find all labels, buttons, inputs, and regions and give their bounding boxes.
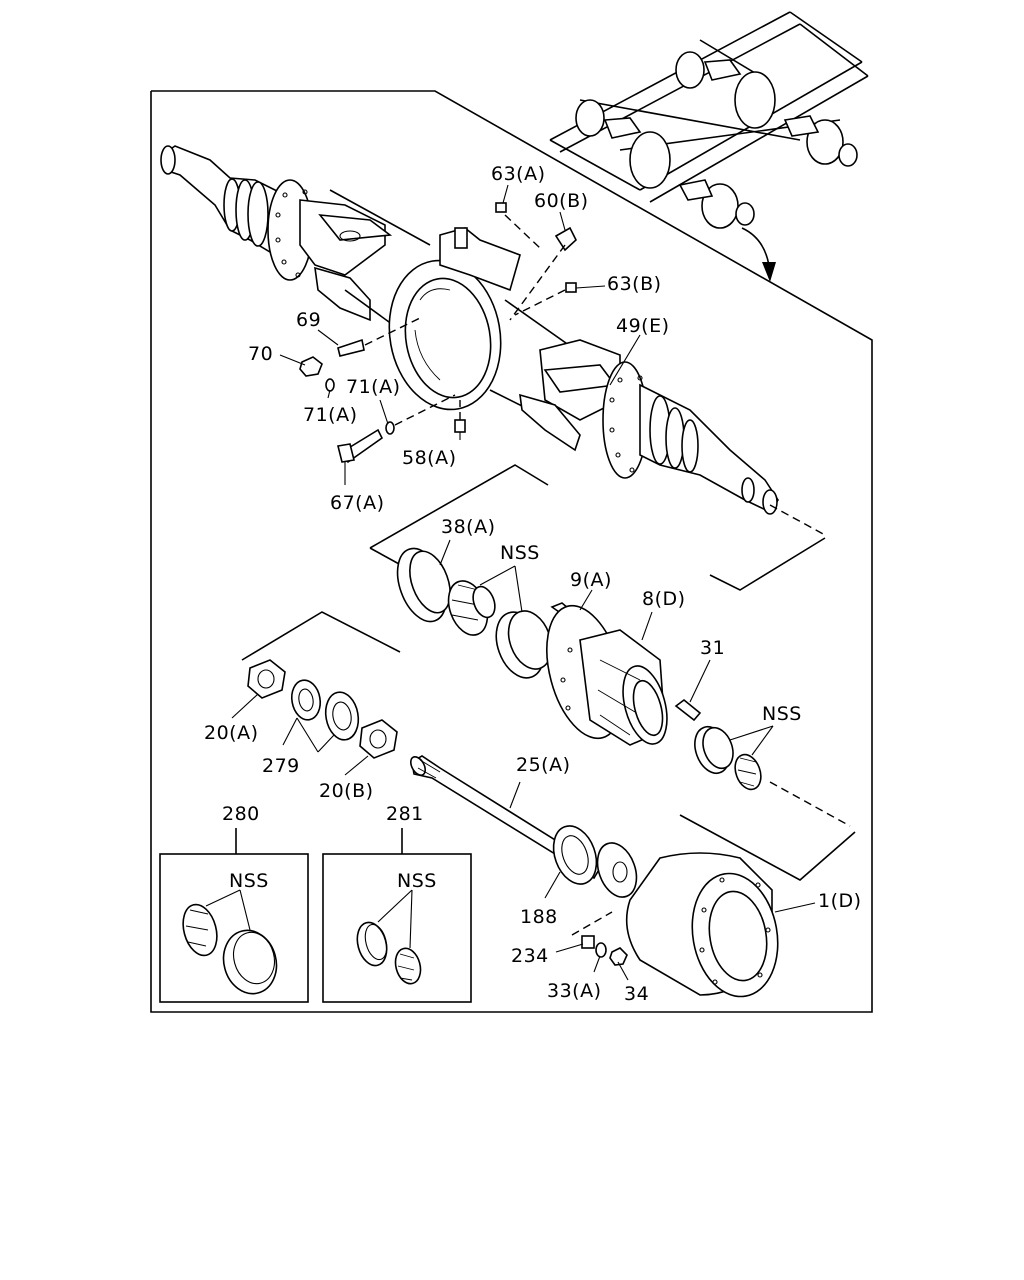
main-frame bbox=[150, 90, 873, 1013]
axle-housing-icon bbox=[160, 145, 779, 515]
washer-icon bbox=[290, 679, 322, 721]
lock-washer-icon bbox=[324, 691, 360, 741]
callout-71a-lower: 71(A) bbox=[303, 404, 358, 426]
callout-279: 279 bbox=[262, 755, 300, 777]
leader-lines bbox=[205, 184, 816, 981]
callout-71a-upper: 71(A) bbox=[346, 376, 401, 398]
dash-60b bbox=[509, 244, 566, 321]
bearing-cup-icon bbox=[495, 610, 553, 679]
callout-49e: 49(E) bbox=[616, 315, 670, 337]
box-280 bbox=[159, 853, 309, 1003]
callout-nss-box280: NSS bbox=[229, 870, 269, 892]
bearing-cup-280-icon bbox=[222, 929, 278, 995]
brake-drum-icon bbox=[625, 852, 779, 998]
outer-bearing-icon bbox=[694, 725, 762, 791]
callout-281: 281 bbox=[386, 803, 424, 825]
seal-icon bbox=[396, 547, 451, 623]
callout-234: 234 bbox=[511, 945, 549, 967]
part-33a bbox=[595, 942, 607, 958]
callout-20a: 20(A) bbox=[204, 722, 259, 744]
truck-frame-icon bbox=[549, 11, 869, 229]
nut-icon bbox=[247, 659, 286, 699]
callout-nss-right: NSS bbox=[762, 703, 802, 725]
callout-1d: 1(D) bbox=[818, 890, 862, 912]
callout-38a: 38(A) bbox=[441, 516, 496, 538]
callout-63a: 63(A) bbox=[491, 163, 546, 185]
nut-bracket bbox=[241, 611, 401, 661]
bearing-cup-281-icon bbox=[356, 921, 388, 967]
dash-axle bbox=[769, 504, 826, 536]
part-34 bbox=[609, 947, 628, 966]
callout-8d: 8(D) bbox=[642, 588, 686, 610]
hub-bracket bbox=[369, 464, 549, 549]
housing-fasteners bbox=[299, 202, 577, 464]
callout-25a: 25(A) bbox=[516, 754, 571, 776]
callout-280: 280 bbox=[222, 803, 260, 825]
callout-31: 31 bbox=[700, 637, 725, 659]
drum-bracket bbox=[679, 814, 856, 881]
shaft-flange-icon bbox=[596, 842, 638, 898]
callout-60b: 60(B) bbox=[534, 190, 589, 212]
callout-63b: 63(B) bbox=[607, 273, 662, 295]
callout-20b: 20(B) bbox=[319, 780, 374, 802]
nut-b-icon bbox=[359, 719, 398, 759]
gasket-icon bbox=[552, 825, 598, 885]
locator-arrowhead bbox=[762, 262, 776, 282]
part-234 bbox=[581, 935, 595, 949]
box-281 bbox=[322, 853, 472, 1003]
callout-nss-upper: NSS bbox=[500, 542, 540, 564]
dash-69 bbox=[364, 317, 421, 346]
callout-70: 70 bbox=[248, 343, 273, 365]
bearing-cone-280-icon bbox=[182, 903, 218, 957]
callout-33a: 33(A) bbox=[547, 980, 602, 1002]
callout-34: 34 bbox=[624, 983, 649, 1005]
callout-67a: 67(A) bbox=[330, 492, 385, 514]
callout-nss-box281: NSS bbox=[397, 870, 437, 892]
callout-69: 69 bbox=[296, 309, 321, 331]
callout-188: 188 bbox=[520, 906, 558, 928]
bearing-icon bbox=[447, 580, 496, 636]
stud-31 bbox=[674, 698, 702, 722]
callout-58a: 58(A) bbox=[402, 447, 457, 469]
dash-63b bbox=[514, 289, 566, 316]
dash-71a bbox=[394, 394, 456, 426]
bearing-cone-281-icon bbox=[394, 947, 422, 985]
dash-63a bbox=[504, 214, 541, 249]
callout-9a: 9(A) bbox=[570, 569, 612, 591]
hub-icon bbox=[546, 604, 668, 746]
